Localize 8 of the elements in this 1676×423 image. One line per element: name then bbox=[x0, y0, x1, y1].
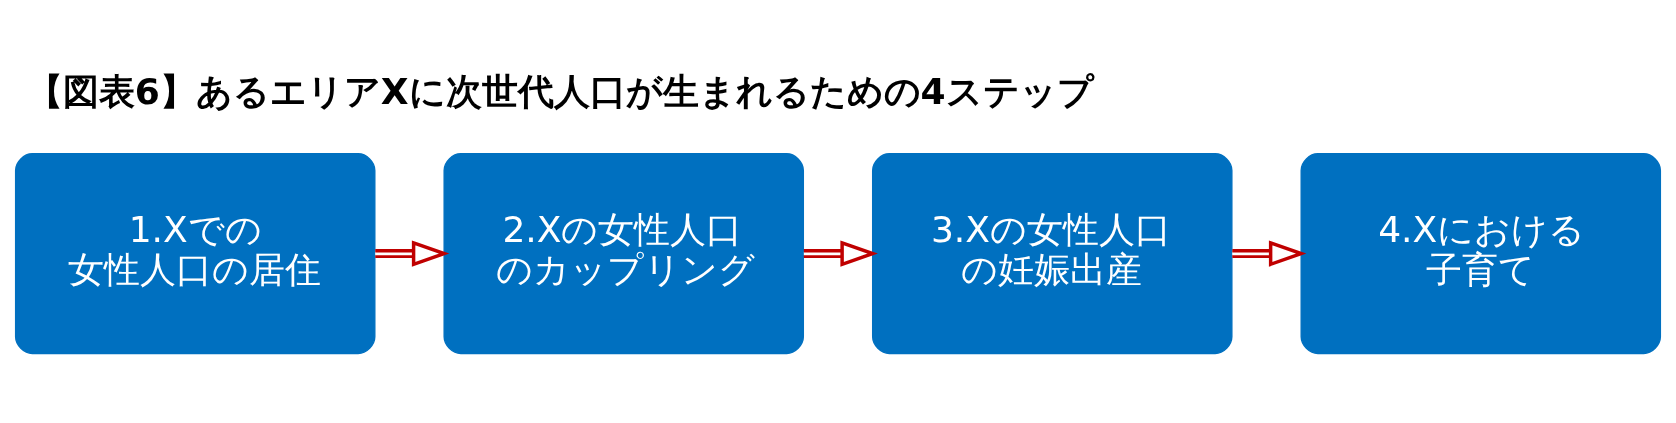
node-box: 1.Xでの女性人口の居住 bbox=[14, 152, 376, 354]
arrow bbox=[803, 240, 878, 267]
node-box: 3.Xの女性人口の妊娠出産 bbox=[871, 152, 1233, 354]
node-box: 4.Xにおける子育て bbox=[1300, 152, 1662, 354]
node-box: 2.Xの女性人口のカップリング bbox=[443, 152, 805, 354]
diagram-title: 【図表6】あるエリアXに次世代人口が生まれるための4ステップ bbox=[26, 70, 1094, 113]
arrow bbox=[1232, 240, 1307, 267]
arrow bbox=[375, 240, 450, 267]
